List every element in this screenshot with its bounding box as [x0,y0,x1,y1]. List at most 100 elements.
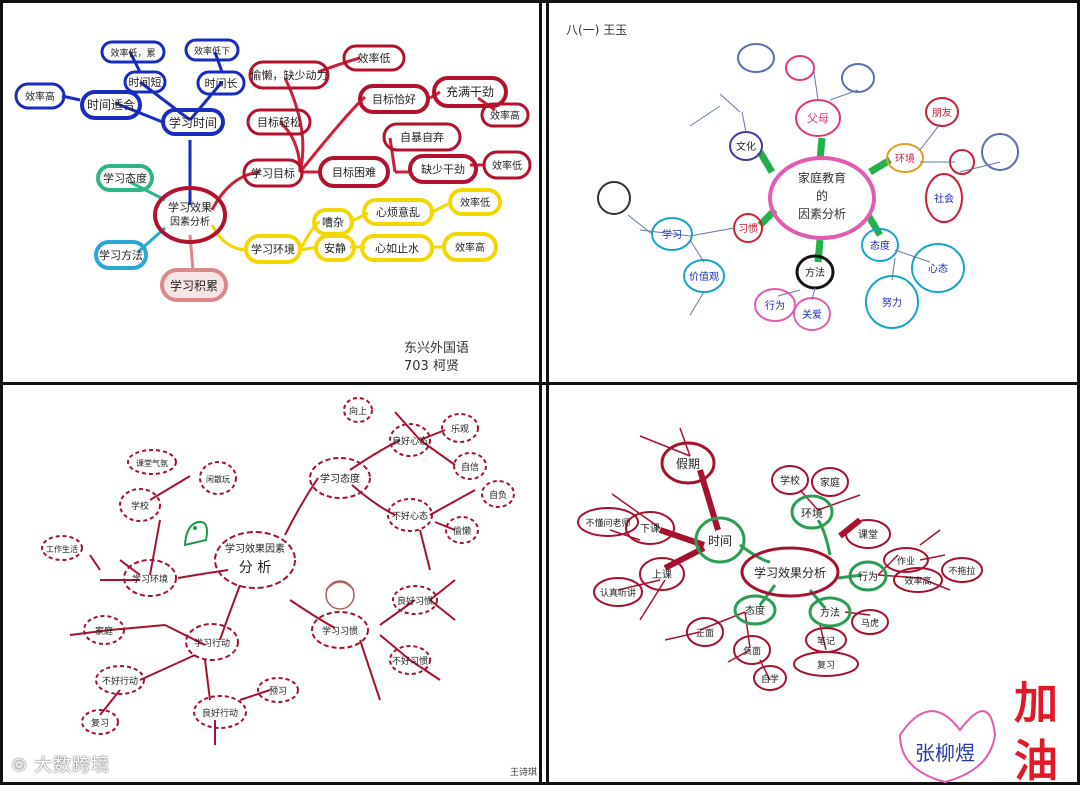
tl-label-calm: 心如止水 [375,241,419,255]
panel-top-right: 八(一) 王玉 家庭教育 的 因素分析 [566,23,1018,330]
bl-label-preview: 预习 [269,686,287,697]
tl-label-attitude: 学习态度 [103,171,147,185]
br-label-efficient: 效率高 [904,575,931,587]
tr-label-habit: 习惯 [738,222,758,235]
bl-center-label-1: 学习效果因素 [225,542,285,555]
tl-label-goal-easy: 目标轻松 [257,115,301,129]
tr-label-society: 社会 [934,192,954,205]
br-label-homework: 作业 [897,555,915,567]
br-label-procrast: 不拖拉 [948,565,975,577]
br-signature: 张柳煜 [915,741,975,765]
tr-label-values: 价值观 [689,270,719,283]
tl-label-lack-drive: 缺少干劲 [421,162,465,176]
br-label-question: 不懂问老师 [585,517,630,529]
tr-node-cloud-3 [842,64,874,92]
tr-label-env: 环境 [895,152,915,165]
tl-label-give-up: 自暴自弃 [400,130,444,144]
tr-label-effort: 努力 [882,296,902,309]
tl-label-goal-good: 目标恰好 [372,92,416,106]
tl-label-eff-high-3: 效率高 [455,241,485,254]
bl-label-bad-mind: 不好心态 [392,510,428,522]
watermark-icon: ⦾ [12,755,34,776]
bl-signature: 王诗琪 [510,766,537,778]
tr-header: 八(一) 王玉 [566,23,627,37]
watermark: ⦾ 大数跨境 [12,751,110,777]
tr-label-family: 学习 [662,228,682,241]
bl-label-lazy: 偷懒 [453,525,471,537]
bl-label-school: 学校 [131,500,149,512]
bl-center-label-2: 分 析 [239,560,271,576]
tl-label-quiet: 安静 [324,241,346,255]
bl-label-good-action: 良好行动 [202,707,238,719]
tl-signature-school: 东兴外国语 [404,341,469,356]
bl-dino-doodle [185,522,207,545]
bl-label-idle: 闲散玩 [206,474,230,484]
br-label-notes: 笔记 [817,635,835,647]
tr-node-cloud-2 [786,56,814,80]
bl-label-good-mind: 良好心态 [392,435,428,447]
tl-label-eff-low-3: 效率低 [460,196,490,209]
br-label-home: 家庭 [820,476,840,489]
br-label-after: 下课 [640,523,660,535]
br-center-label: 学习效果分析 [754,565,826,580]
br-cheer-text: 加油 [996,675,1076,791]
br-label-careless: 马虎 [861,617,879,629]
tl-label-env: 学习环境 [251,242,295,256]
tl-label-time: 学习时间 [169,115,217,130]
tr-label-care: 关爱 [802,308,822,321]
tl-label-time-short: 时间短 [129,75,162,89]
panel-bottom-right: 学习效果分析 时间 假期 环境 学校 家庭 课堂 下课 上课 不懂问老师 认真听… [578,428,995,782]
bl-label-bad-action: 不好行动 [102,675,138,687]
tr-node-cloud-4 [598,182,630,214]
tl-label-method: 学习方法 [99,248,143,262]
bl-girl-doodle [326,581,354,609]
tr-node-cloud-1 [738,44,774,72]
br-label-time: 时间 [708,534,732,548]
tl-label-lazy: 偷懒，缺少动力 [251,68,328,82]
tl-signature-name: 703 柯贤 [404,359,459,374]
tl-center-label-2: 因素分析 [170,215,210,228]
tr-label-attitude: 态度 [870,239,890,252]
bl-label-review: 复习 [91,717,109,729]
bl-label-self-neg: 自负 [489,489,507,501]
tl-label-time-fit: 时间适合 [87,97,135,112]
tr-center-line-3: 因素分析 [798,207,846,221]
br-label-env: 环境 [801,506,823,520]
br-label-self: 自学 [761,673,779,685]
tr-label-behavior: 行为 [765,299,785,312]
tr-label-model: 方法 [805,266,825,279]
bl-label-confident: 自信 [461,461,479,473]
panel-top-left: 学习效果 因素分析 学习时间 时间短 时间长 时间适合 效率高 效率低，累 效率… [16,40,530,374]
br-label-holiday: 假期 [676,457,700,471]
watermark-label: 大数跨境 [34,755,110,776]
bl-label-good-habit: 良好习惯 [397,595,433,607]
tr-label-friends: 朋友 [932,106,952,119]
br-label-school: 学校 [780,474,800,487]
br-cheer-label: 加油 [996,675,1076,791]
bl-label-action: 学习行动 [194,637,230,649]
tl-label-time-long: 时间长 [205,77,238,90]
br-label-attitude: 态度 [745,604,765,617]
br-label-class: 课堂 [858,529,878,541]
tl-center-label-1: 学习效果 [168,200,212,214]
bl-label-optimistic: 乐观 [451,423,469,435]
tl-label-time-long-note: 效率低下 [194,45,230,57]
tr-center-line-1: 家庭教育 [798,170,846,185]
bl-label-home: 家庭 [95,625,113,637]
br-label-lesson: 上课 [652,569,672,581]
bl-label-work-life: 工作生活 [46,544,78,554]
br-label-review: 复习 [817,659,835,671]
tl-label-accum: 学习积累 [170,278,218,293]
bl-label-bad-habit: 不好习惯 [392,655,428,667]
tr-label-mind: 心态 [928,262,948,275]
tl-label-full-drive: 充满干劲 [446,84,494,99]
tl-label-upset: 心烦意乱 [376,205,420,219]
bl-label-up: 向上 [349,405,367,417]
bl-label-habit: 学习习惯 [322,625,358,637]
br-label-listen: 认真听讲 [600,587,636,599]
tl-label-eff-low-2: 效率低 [492,159,522,172]
tl-label-eff-high-2: 效率高 [490,109,520,122]
tl-label-eff-low-1: 效率低 [358,51,391,65]
